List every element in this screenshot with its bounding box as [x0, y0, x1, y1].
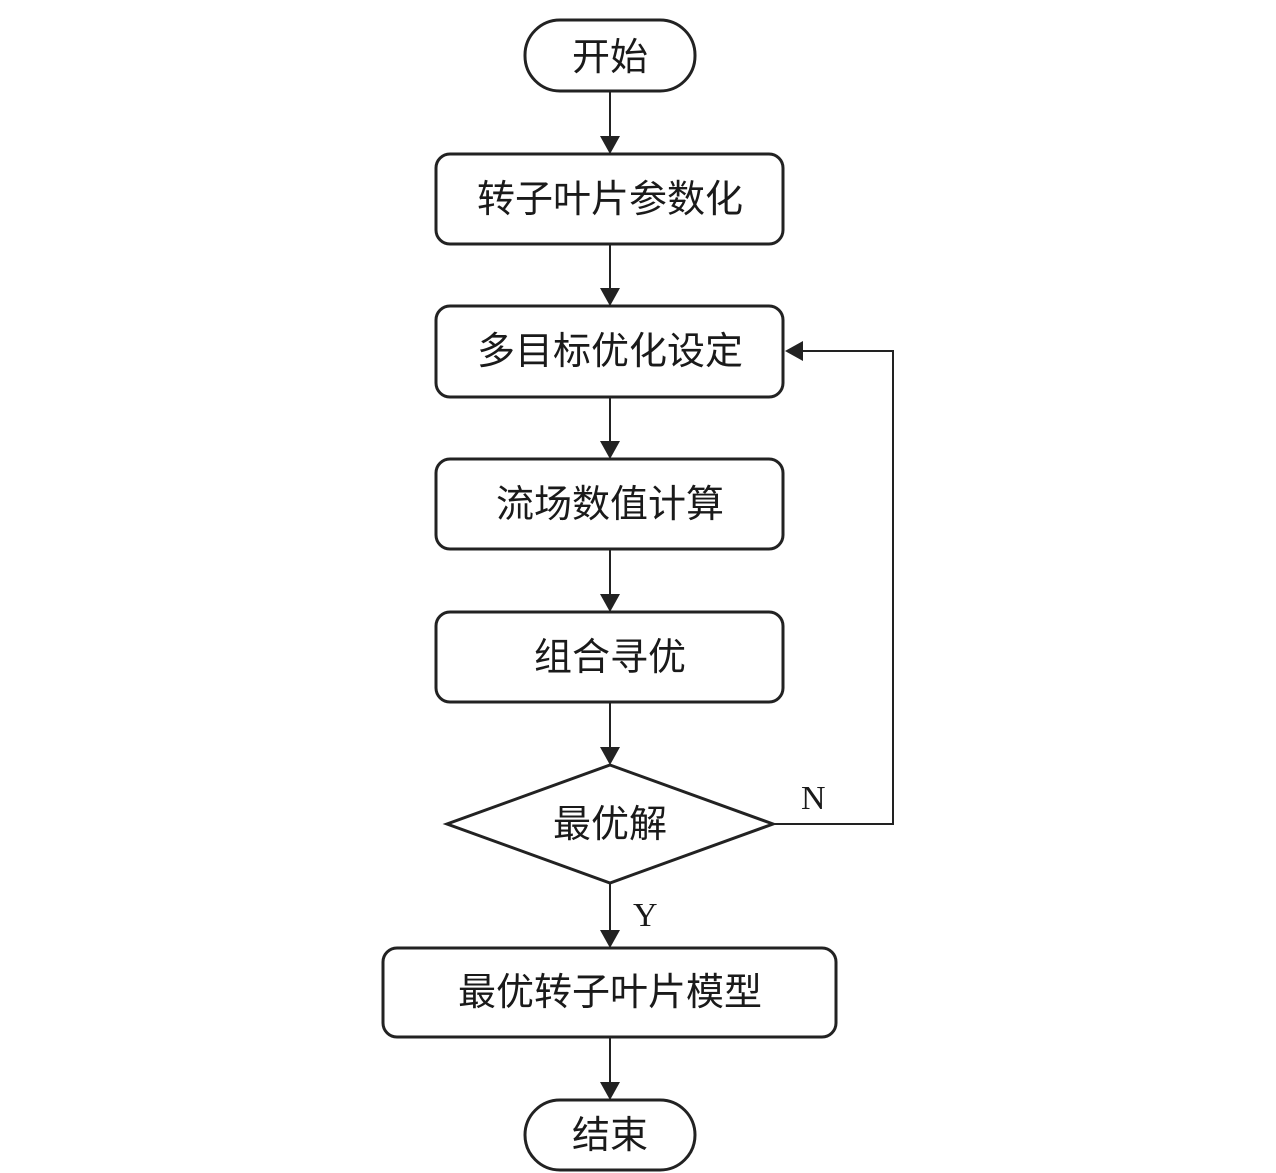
- node-cfd: 流场数值计算: [434, 457, 785, 551]
- node-start-label: 开始: [572, 35, 648, 79]
- node-model: 最优转子叶片模型: [381, 946, 838, 1039]
- node-end: 结束: [523, 1098, 697, 1172]
- node-search: 组合寻优: [434, 610, 785, 704]
- edge-optimal-to-objectives: [773, 341, 894, 825]
- edge-label-yes: Y: [633, 897, 658, 934]
- node-parametrize-label: 转子叶片参数化: [477, 177, 743, 221]
- node-model-label: 最优转子叶片模型: [458, 970, 762, 1014]
- node-parametrize: 转子叶片参数化: [434, 152, 785, 246]
- node-optimal-label: 最优解: [553, 802, 667, 846]
- edge-label-no: N: [801, 780, 826, 817]
- edge-start-to-parametrize: [600, 91, 620, 154]
- node-start: 开始: [523, 18, 697, 93]
- node-end-label: 结束: [572, 1113, 648, 1157]
- node-optimal: 最优解: [442, 763, 778, 885]
- edge-objectives-to-cfd: [600, 397, 620, 459]
- node-search-label: 组合寻优: [534, 635, 686, 679]
- node-objectives-label: 多目标优化设定: [477, 329, 743, 373]
- node-objectives: 多目标优化设定: [434, 304, 785, 399]
- node-cfd-label: 流场数值计算: [496, 482, 724, 526]
- edge-search-to-optimal: [600, 702, 620, 765]
- edge-cfd-to-search: [600, 549, 620, 612]
- edge-model-to-end: [600, 1037, 620, 1100]
- edge-parametrize-to-objectives: [600, 244, 620, 306]
- edge-optimal-to-model: [600, 883, 620, 948]
